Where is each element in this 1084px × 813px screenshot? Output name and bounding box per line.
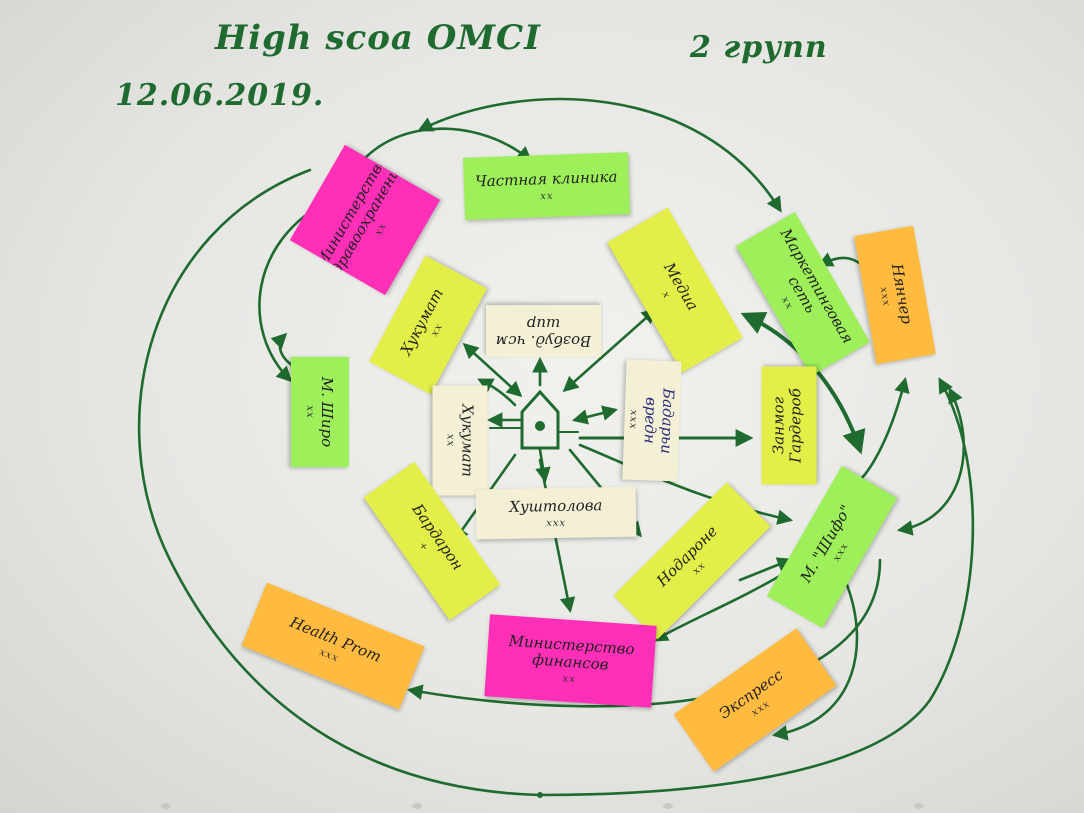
note-zanmon-pharm: Занмог Гардероб	[761, 366, 817, 485]
note-khukumat-cream: Хукумат xx	[432, 385, 488, 496]
house-lime-khukumat-arrow	[462, 342, 523, 398]
page-title: High scoa OMCI	[215, 18, 541, 58]
top-arc-arrow	[417, 97, 782, 213]
note-ministry-finance: Министерство финансов xx	[484, 614, 657, 708]
house-icon	[520, 389, 560, 450]
note-private-clinic: Частная клиника xx	[462, 152, 631, 220]
house-door-icon	[535, 421, 545, 431]
house-left-arrow	[477, 378, 517, 407]
outer-loop-arrow	[137, 168, 975, 797]
shifo-express-arrow	[771, 578, 859, 741]
note-badyan-center: Бадарьи вредн xxx	[622, 359, 682, 482]
nurse-shifo-arrow	[858, 376, 910, 482]
group-label: 2 групп	[690, 30, 828, 65]
right-loop-arrow	[896, 387, 966, 536]
house-right-arrow	[578, 443, 794, 525]
note-chasm-center: Возбуд. чсм шир	[486, 305, 601, 357]
house-badyan-arrow	[571, 405, 619, 425]
binder-holes	[40, 803, 1044, 809]
shifo-finance-arrow	[652, 568, 792, 642]
house-media-arrow	[562, 307, 658, 393]
date-label: 12.06.2019.	[115, 78, 325, 113]
note-family-center: Хуштолова xxx	[475, 486, 637, 540]
note-m-shiro: М. Широ xx	[291, 357, 349, 467]
hospital-shifo-arrow	[738, 557, 793, 582]
